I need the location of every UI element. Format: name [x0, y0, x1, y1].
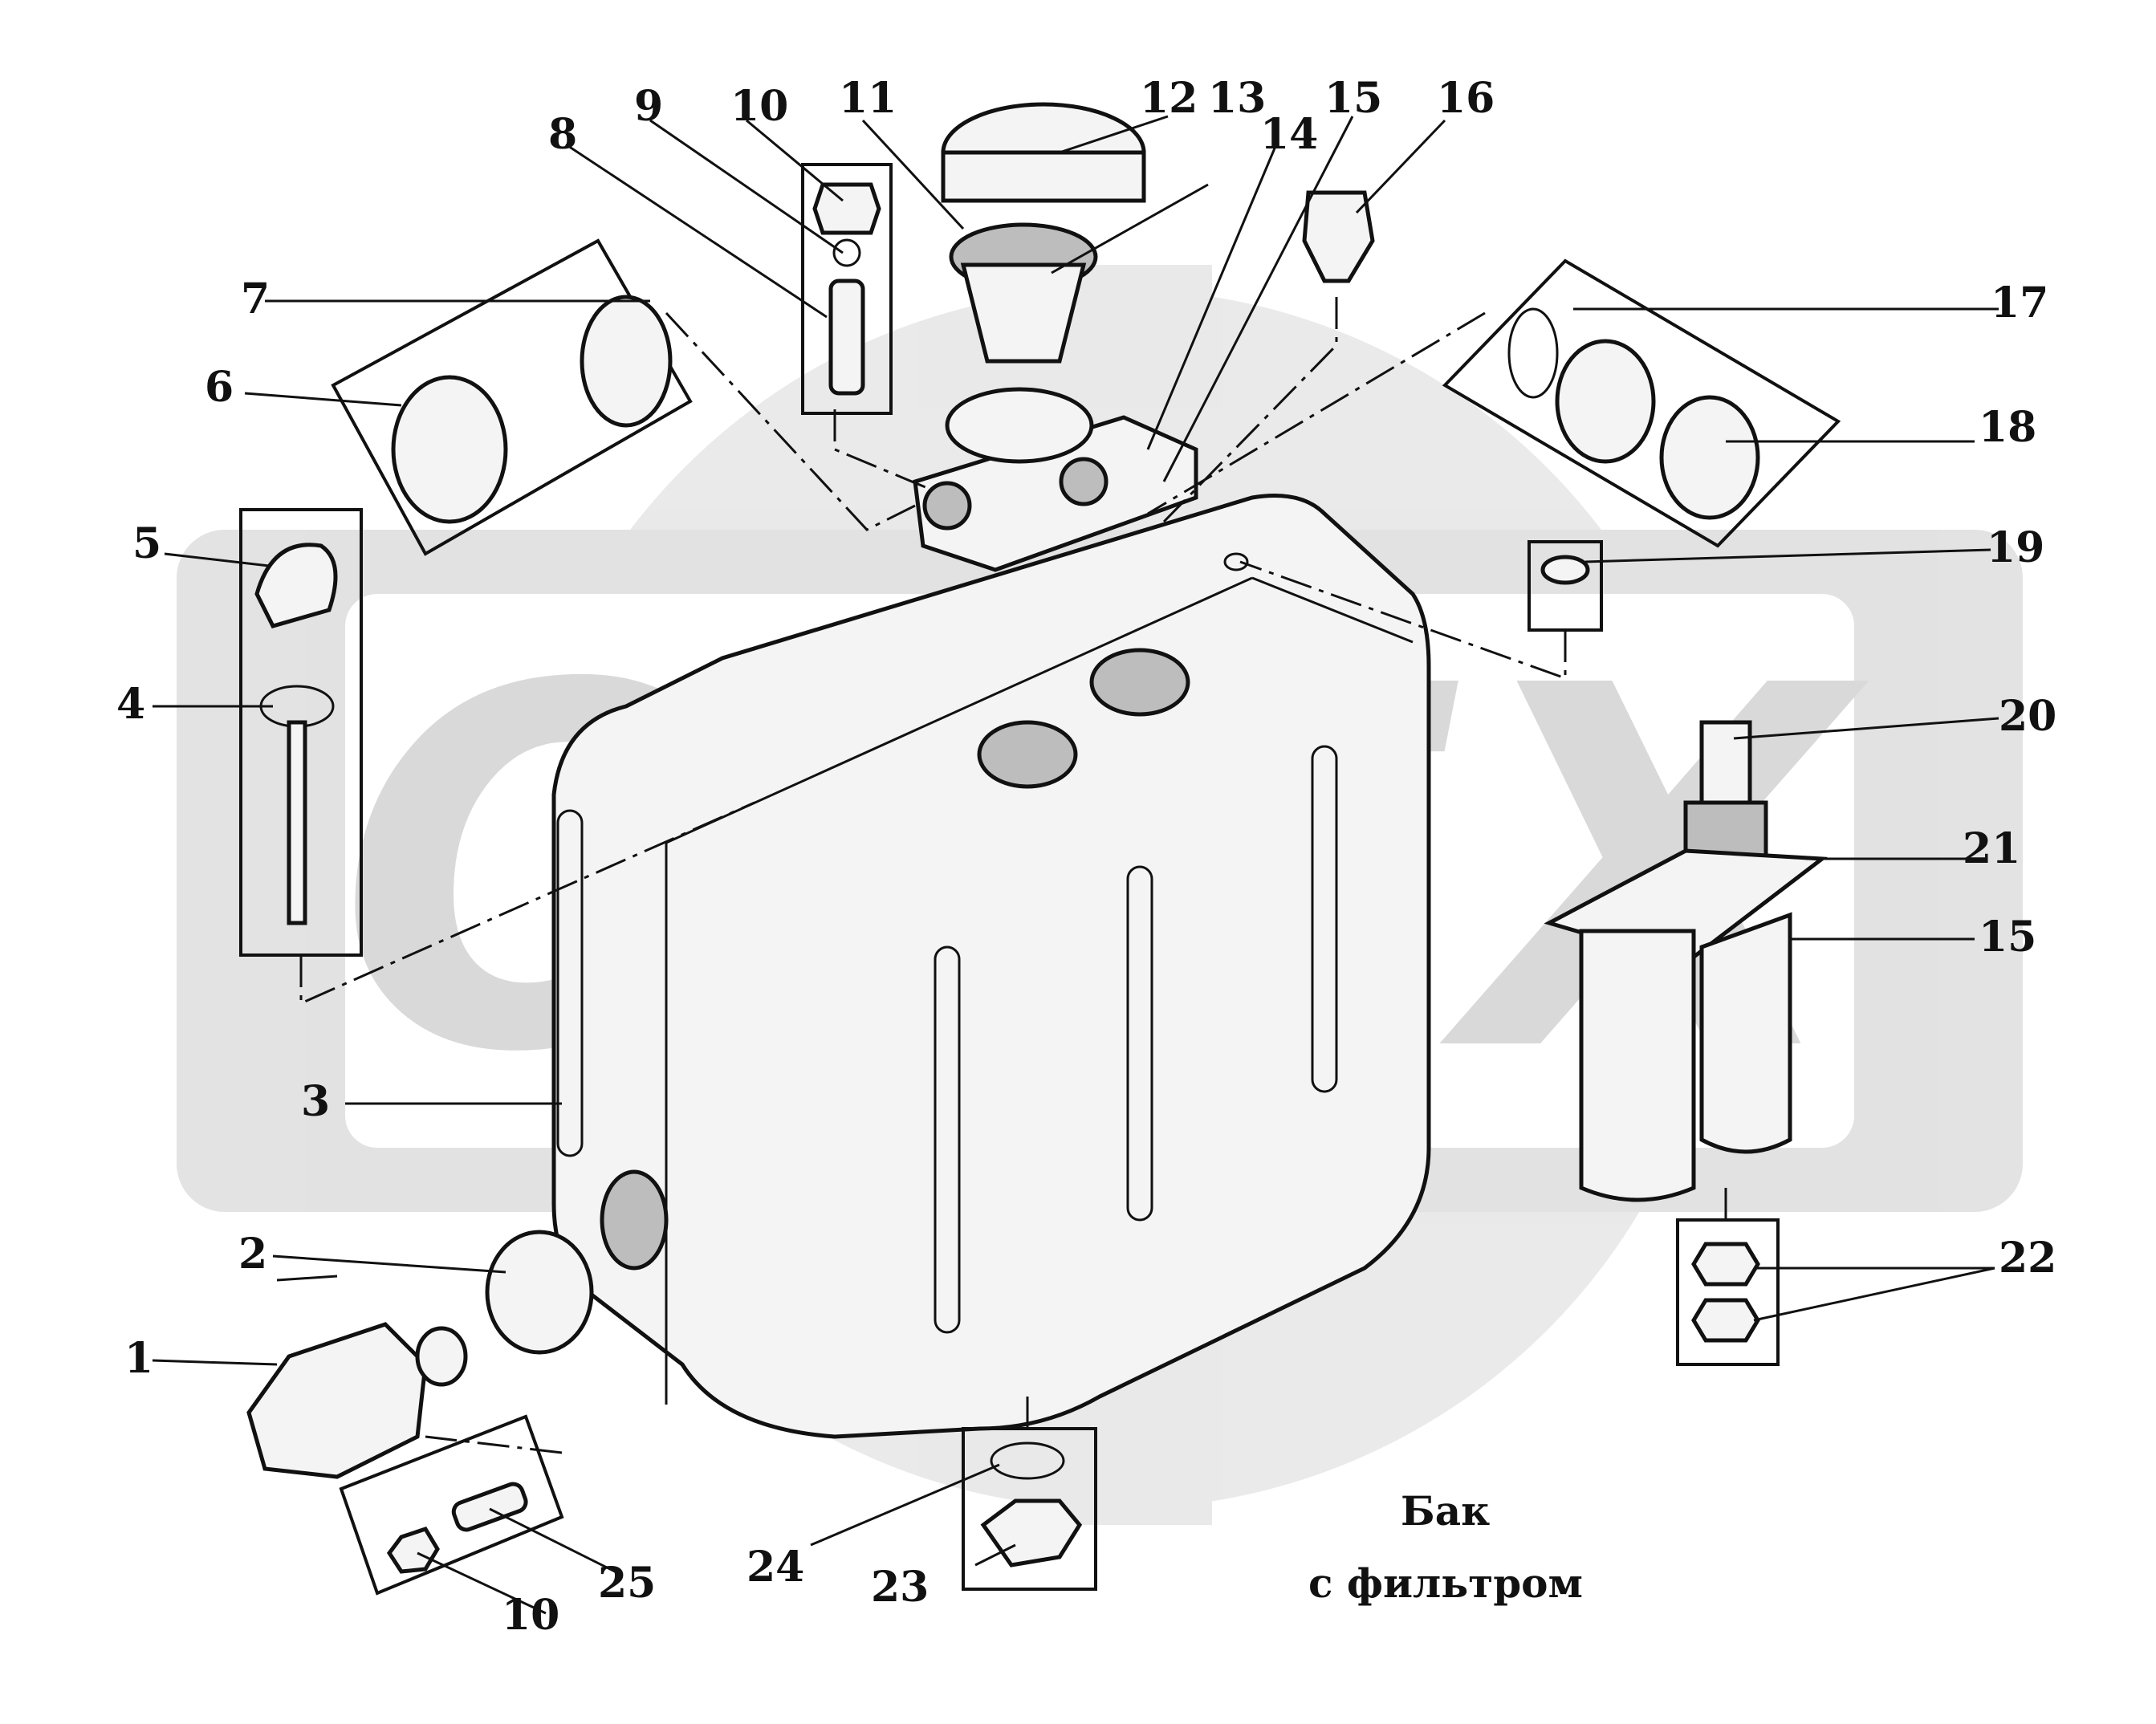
parts-box-10-25 — [339, 1414, 564, 1596]
callout-13: 13 — [1208, 74, 1266, 123]
callout-12: 12 — [1140, 74, 1198, 123]
callout-17: 17 — [1991, 279, 2048, 327]
parts-box-17-18 — [1442, 258, 1841, 548]
callout-labels: 1 2 3 4 5 6 7 8 9 10 11 12 13 14 15 16 1… — [116, 74, 2056, 1640]
leader-lines — [152, 115, 1999, 1615]
caption-line1: Бак — [1401, 1487, 1490, 1535]
callout-3: 3 — [301, 1077, 330, 1126]
callout-22: 22 — [1999, 1234, 2056, 1283]
callout-25: 25 — [598, 1559, 656, 1608]
callout-10-top: 10 — [730, 82, 788, 131]
callout-5: 5 — [132, 519, 161, 568]
filler-block — [913, 387, 1198, 572]
parts-box-8-10 — [801, 163, 893, 415]
callout-23: 23 — [871, 1563, 929, 1612]
callout-10-bottom: 10 — [502, 1591, 559, 1640]
callout-15-right: 15 — [1979, 913, 2036, 962]
fitting-18 — [1507, 307, 1760, 520]
dipstick — [254, 543, 338, 925]
callout-11: 11 — [839, 74, 897, 123]
caption: Бак с фильтром — [1308, 1487, 1583, 1607]
callout-14: 14 — [1260, 110, 1318, 159]
gasket-2 — [485, 1230, 594, 1355]
callout-16: 16 — [1437, 74, 1495, 123]
callout-18: 18 — [1979, 403, 2036, 452]
breather — [1302, 190, 1375, 283]
parts-box-22 — [1676, 1218, 1780, 1366]
fitting-6 — [391, 295, 673, 524]
filler-cap — [941, 102, 1146, 364]
caption-line2: с фильтром — [1308, 1559, 1583, 1607]
callout-6: 6 — [205, 363, 234, 412]
parts-box-6-7 — [331, 238, 693, 556]
callout-1: 1 — [124, 1334, 153, 1383]
callout-19: 19 — [1987, 523, 2044, 572]
callout-15-top: 15 — [1324, 74, 1382, 123]
tank-body — [551, 494, 1431, 1439]
parts-box-23-24 — [962, 1427, 1097, 1591]
assembly-lines — [299, 297, 1727, 1454]
callout-20: 20 — [1999, 692, 2056, 741]
callout-9: 9 — [634, 82, 663, 131]
filter-assembly — [1544, 720, 1828, 1202]
callout-4: 4 — [116, 680, 145, 729]
callout-8: 8 — [548, 110, 577, 159]
callout-24: 24 — [746, 1543, 804, 1592]
valve-1 — [246, 1322, 468, 1479]
bolt-parts — [812, 182, 881, 396]
callout-7: 7 — [241, 274, 270, 323]
callout-2: 2 — [238, 1230, 267, 1279]
callout-21: 21 — [1963, 824, 2020, 873]
